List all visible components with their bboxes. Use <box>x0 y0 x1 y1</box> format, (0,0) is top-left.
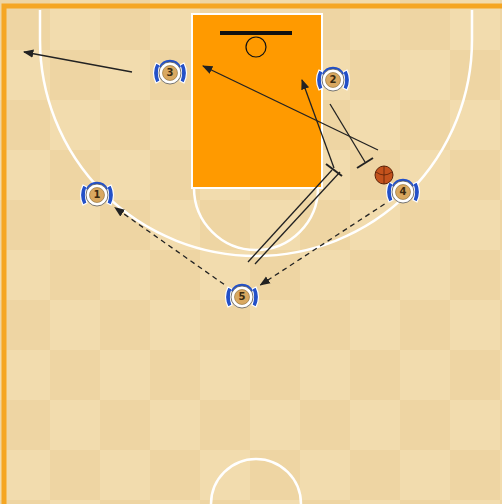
player-marker: 3 <box>150 53 190 93</box>
backboard <box>220 31 292 35</box>
ball <box>375 166 393 184</box>
free-throw-circle <box>194 188 318 250</box>
cut-arrow <box>203 66 378 150</box>
ball-seams <box>376 166 392 184</box>
center-circle <box>211 459 301 504</box>
three-point-line <box>40 10 472 256</box>
screen-path <box>248 170 332 262</box>
paint <box>192 14 322 188</box>
pass-line <box>115 208 224 285</box>
cut-arrow <box>24 52 132 72</box>
cut-arrow <box>302 80 334 168</box>
screen-path <box>330 104 365 162</box>
rim <box>246 37 266 57</box>
player-number: 1 <box>77 175 117 215</box>
screen-bar <box>326 164 342 176</box>
screen-bar <box>357 158 373 168</box>
court-border <box>4 6 502 504</box>
screen-path <box>255 172 340 264</box>
player-number: 2 <box>313 60 353 100</box>
player-number: 4 <box>383 172 423 212</box>
player-marker: 4 <box>383 172 423 212</box>
player-marker: 2 <box>313 60 353 100</box>
player-marker: 5 <box>222 277 262 317</box>
player-number: 5 <box>222 277 262 317</box>
player-marker: 1 <box>77 175 117 215</box>
pass-line <box>260 204 384 285</box>
player-number: 3 <box>150 53 190 93</box>
play-lines <box>24 52 378 264</box>
